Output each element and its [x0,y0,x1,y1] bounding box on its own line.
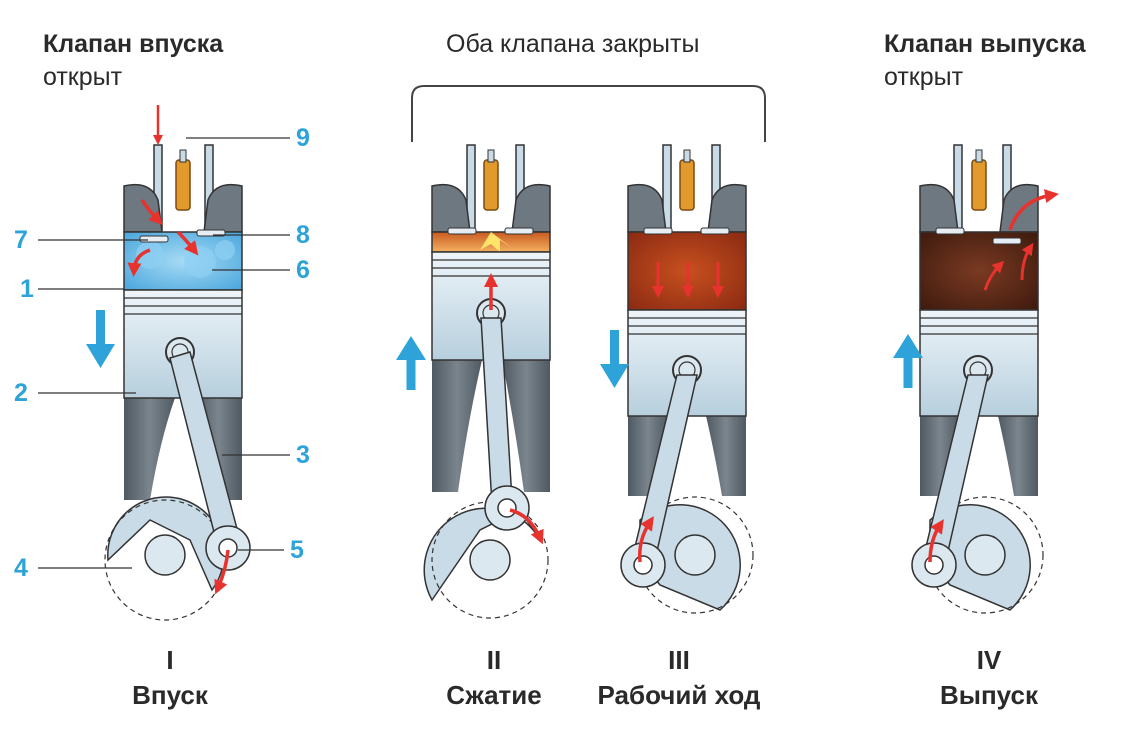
stroke-4-numeral: IV [976,645,1002,675]
stroke-power-engine [600,144,754,614]
part-number-6: 6 [296,256,310,284]
stroke-4-name: Выпуск [940,680,1038,710]
intake-valve-subtitle: открыт [43,63,123,91]
stroke-2-numeral: II [486,645,502,675]
part-number-5: 5 [290,536,304,564]
stroke-1-numeral: I [166,645,174,675]
exhaust-valve-title: Клапан выпуска [884,30,1086,58]
leader-lines [38,137,290,569]
stroke-intake-engine [86,105,251,621]
part-number-8: 8 [296,221,310,249]
part-number-2: 2 [14,379,28,407]
part-number-9: 9 [296,124,310,152]
bracket [411,85,766,142]
part-number-1: 1 [20,275,34,303]
part-number-3: 3 [296,441,310,469]
stroke-exhaust-engine [893,144,1059,614]
stroke-1-name: Впуск [132,680,208,710]
part-number-7: 7 [14,226,28,254]
part-number-4: 4 [14,554,28,582]
stroke-3-name: Рабочий ход [597,680,761,710]
stroke-compression-engine [396,144,551,619]
intake-valve-title: Клапан впуска [43,30,224,58]
stroke-2-name: Сжатие [446,680,542,710]
stroke-3-numeral: III [668,645,690,675]
exhaust-valve-subtitle: открыт [884,63,964,91]
both-valves-closed-title: Оба клапана закрыты [446,30,700,58]
